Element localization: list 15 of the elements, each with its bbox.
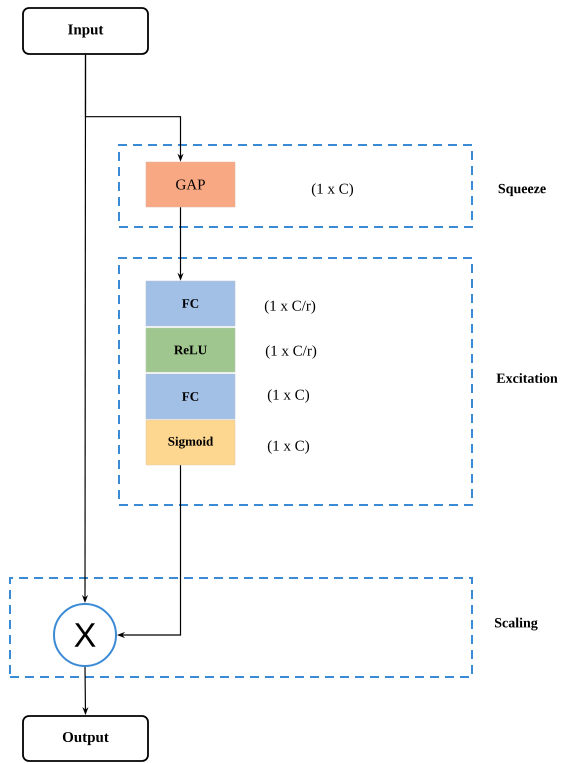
dimension-label: (1 x C)	[312, 183, 354, 197]
layer-box: FC	[146, 280, 236, 326]
dimension-label: (1 x C)	[268, 440, 310, 454]
region-heading: Squeeze	[498, 184, 546, 196]
dimension-label: (1 x C)	[268, 389, 310, 403]
terminal-box: Output	[22, 715, 149, 762]
dimension-label: (1 x C/r)	[266, 345, 316, 359]
layer-box: Sigmoid	[146, 420, 236, 466]
region-heading: Scaling	[494, 618, 538, 630]
layer-box: FC	[146, 374, 236, 420]
layer-box: GAP	[146, 162, 236, 208]
layer-box: ReLU	[146, 328, 236, 372]
dimension-label: (1 x C/r)	[264, 300, 316, 314]
region-heading: Excitation	[496, 373, 558, 383]
terminal-box: Input	[22, 7, 149, 55]
